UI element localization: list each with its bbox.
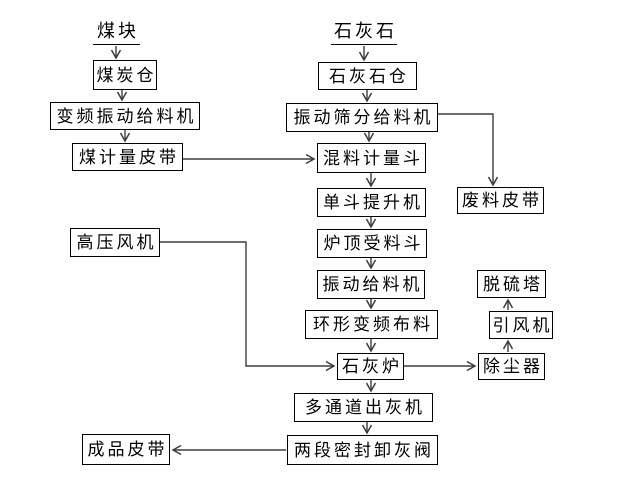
source-label-limestone: 石灰石 (331, 21, 397, 45)
node-coal-bunker: 煤炭仓 (93, 60, 157, 90)
node-product-belt: 成品皮带 (82, 434, 170, 465)
node-coal-weighing-belt: 煤计量皮带 (72, 143, 183, 171)
node-kiln-top-receiving-hopper: 炉顶受料斗 (317, 229, 427, 258)
node-single-bucket-hoist: 单斗提升机 (317, 188, 426, 217)
node-lime-kiln: 石灰炉 (337, 353, 404, 380)
source-label-coal: 煤块 (93, 21, 140, 45)
node-vibrating-screening-feeder: 振动筛分给料机 (286, 103, 438, 132)
edge-screen-feeder-to-waste-belt (438, 113, 499, 187)
node-high-pressure-fan: 高压风机 (70, 228, 160, 257)
node-desulfurization-tower: 脱硫塔 (477, 270, 546, 298)
node-limestone-bunker: 石灰石仓 (318, 62, 417, 90)
edge-hp-fan-to-lime-kiln (160, 241, 336, 372)
node-vibrating-feeder: 振动给料机 (317, 270, 425, 299)
node-mix-weighing-hopper: 混料计量斗 (317, 143, 426, 173)
node-multi-channel-ash-discharger: 多通道出灰机 (294, 393, 433, 422)
flow-arrows (110, 46, 514, 456)
node-induced-draft-fan: 引风机 (489, 311, 553, 339)
node-two-stage-sealed-ash-valve: 两段密封卸灰阀 (287, 435, 438, 465)
node-ring-variable-frequency-distributor: 环形变频布料 (305, 310, 438, 339)
node-dust-collector: 除尘器 (478, 353, 545, 380)
node-variable-frequency-vibrating-feeder: 变频振动给料机 (50, 102, 200, 130)
node-waste-belt: 废料皮带 (457, 187, 544, 214)
